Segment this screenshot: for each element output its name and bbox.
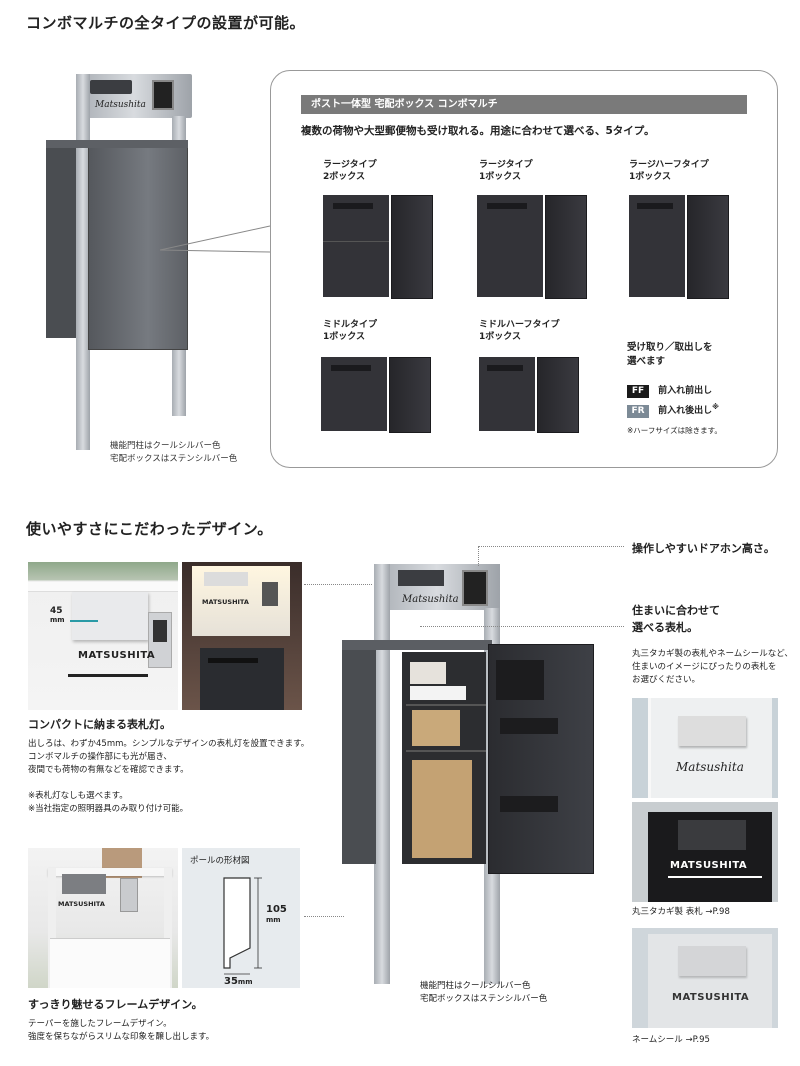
leader-lamp [304,584,372,585]
frame-photo: MATSUSHITA [28,848,178,988]
intercom-icon-2 [462,570,488,606]
sample1-text: Matsushita [676,760,744,774]
callout-nameplate: 住まいに合わせて 選べる表札。 [632,604,720,634]
callout-doorphone: 操作しやすいドアホン高さ。 [632,542,775,555]
combo-post-open-illustration: Matsushita [342,560,602,990]
nameplate-body: 丸三タカギ製の表札やネームシールなど、 住まいのイメージにぴったりの表札を お選… [632,649,793,685]
leader-doorphone [478,546,624,547]
option-fr: FR 前入れ後出し※ [627,403,719,418]
lamp-photo-day: 45 mm MATSUSHITA [28,562,178,710]
section2-heading: 使いやすさにこだわったデザイン。 [26,520,273,538]
type-middle-half-image [479,355,583,435]
center-logo: Matsushita [402,594,459,605]
leader-doorphone-v [478,546,479,566]
pole-section-diagram: ポールの形材図 105 mm 35mm [182,848,300,988]
connector-lines [160,225,271,253]
panel-subtitle: 複数の荷物や大型郵便物も受け取れる。用途に合わせて選べる、5タイプ。 [301,125,655,137]
frame-photo-plate: MATSUSHITA [58,900,105,908]
combo-post-illustration: Matsushita [40,70,210,460]
caption-seal: ネームシール →P.95 [632,1035,710,1045]
post-logo: Matsushita [95,100,146,110]
lamp-dimension: 45 mm [50,606,65,624]
caption-takagi: 丸三タカギ製 表札 →P.98 [632,907,730,917]
nameplate-lamp [90,80,132,94]
frame-title: すっきり魅せるフレームデザイン。 [28,998,203,1011]
lamp-photo2-plate: MATSUSHITA [202,598,249,606]
option-ff: FF 前入れ前出し [627,383,712,398]
type-large-1box-image [477,193,589,301]
sample2-text: MATSUSHITA [670,860,748,871]
type-large-half-image [629,193,733,301]
lamp-body: 出しろは、わずか45mm。シンプルなデザインの表札灯を設置できます。 コンボマル… [28,739,310,775]
section1-caption: 機能門柱はクールシルバー色 宅配ボックスはステンシルバー色 [110,441,238,464]
nameplate-sample-italic: Matsushita [632,698,778,798]
type-large-2box-image [323,193,435,301]
lamp-title: コンパクトに納まる表札灯。 [28,718,171,731]
panel-title-bar: ポスト一体型 宅配ボックス コンボマルチ [301,95,747,114]
dim-width: 35mm [224,976,253,987]
nameplate-sample-seal: MATSUSHITA [632,928,778,1028]
lamp-plate-text: MATSUSHITA [78,650,156,661]
nameplate-sample-takagi: MATSUSHITA [632,802,778,902]
section1-heading: コンボマルチの全タイプの設置が可能。 [26,14,306,32]
delivery-box [88,142,188,350]
option-title: 受け取り／取出しを 選べます [627,342,713,367]
leader-frame [304,916,344,917]
dim-height: 105 mm [266,904,287,924]
option-note: ※ハーフサイズは除きます。 [627,426,722,435]
diagram-title: ポールの形材図 [190,856,250,866]
frame-body: テーパーを施したフレームデザイン。 強度を保ちながらスリムな印象を醸し出します。 [28,1019,215,1042]
leader-nameplate [420,626,624,627]
lamp-photo-night: MATSUSHITA [182,562,302,710]
center-caption: 機能門柱はクールシルバー色 宅配ボックスはステンシルバー色 [420,981,548,1004]
sample3-text: MATSUSHITA [672,992,750,1003]
intercom-icon [152,80,174,110]
type-middle-image [321,355,433,435]
pole-profile-shape [223,877,262,975]
types-panel: ポスト一体型 宅配ボックス コンボマルチ 複数の荷物や大型郵便物も受け取れる。用… [270,70,778,468]
lamp-notes: ※表札灯なしも選べます。 ※当社指定の照明器具のみ取り付け可能。 [28,791,189,814]
